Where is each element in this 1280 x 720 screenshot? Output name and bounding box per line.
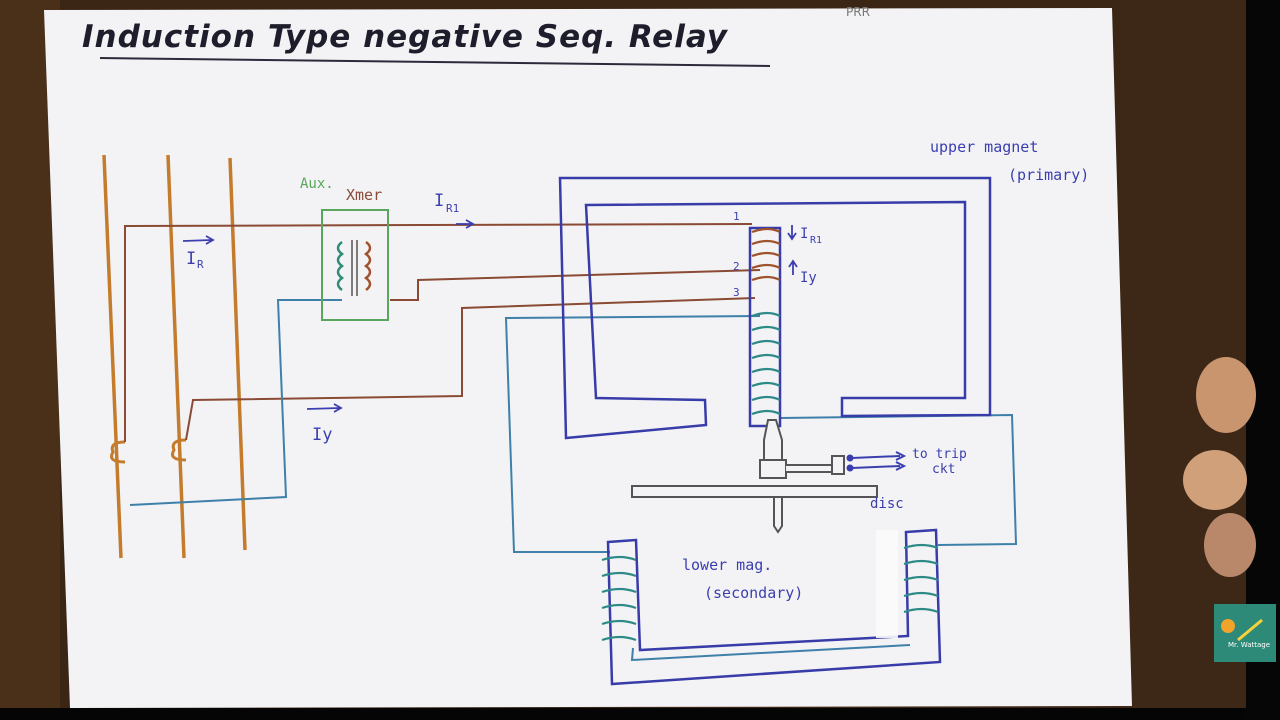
upper-magnet-sublabel: (primary) xyxy=(1008,166,1089,184)
secondary-coil-upper xyxy=(751,311,781,416)
aux-xmer-label: Aux. xyxy=(300,176,334,192)
upper-magnet-label: upper magnet xyxy=(930,138,1038,156)
to-trip-label: to trip xyxy=(912,447,967,462)
corner-mark: PRR xyxy=(846,5,870,19)
current-transformers xyxy=(110,438,187,464)
aux-transformer xyxy=(321,209,389,321)
aux-xmer-sublabel: Xmer xyxy=(346,186,382,204)
current-ir1-sub: R1 xyxy=(446,202,459,215)
lower-mag-label: lower mag. xyxy=(682,556,772,574)
hand-fingers xyxy=(1183,357,1256,577)
current-arrows xyxy=(182,219,798,413)
disc-label: disc xyxy=(870,496,904,512)
title-underline xyxy=(99,57,771,67)
conductor-y xyxy=(166,154,186,559)
primary-coil xyxy=(751,227,781,282)
lower-coils xyxy=(601,543,939,642)
coil-iy-label: Iy xyxy=(800,270,817,286)
tap-2: 2 xyxy=(733,260,740,273)
conductor-b xyxy=(228,157,247,551)
to-trip-sublabel: ckt xyxy=(932,462,955,477)
coil-ir1-sub: R1 xyxy=(810,235,822,246)
line-conductors xyxy=(102,154,247,559)
page-title: Induction Type negative Seq. Relay xyxy=(82,19,729,55)
tap-3: 3 xyxy=(733,286,740,299)
disc-assembly xyxy=(631,419,878,534)
ct-y xyxy=(171,438,187,462)
lower-magnet-core xyxy=(606,528,942,686)
trip-contacts xyxy=(846,451,907,472)
bottom-bar xyxy=(0,708,1280,720)
right-bar xyxy=(1246,0,1280,720)
lower-mag-sublabel: (secondary) xyxy=(704,584,803,602)
current-iy-label: Iy xyxy=(312,425,332,445)
correction-mark xyxy=(876,530,898,638)
watermark-logo: Mr. Wattage xyxy=(1214,604,1276,662)
coil-ir1-label: I xyxy=(800,226,808,242)
current-ir-label: I xyxy=(186,249,196,269)
tap-1: 1 xyxy=(733,210,740,223)
conductor-r xyxy=(102,154,123,559)
paper-sheet xyxy=(44,8,1132,708)
watermark-text: Mr. Wattage xyxy=(1228,641,1270,649)
ct-r xyxy=(110,440,126,464)
current-ir1-label: I xyxy=(434,191,444,211)
current-ir-sub: R xyxy=(197,258,204,271)
